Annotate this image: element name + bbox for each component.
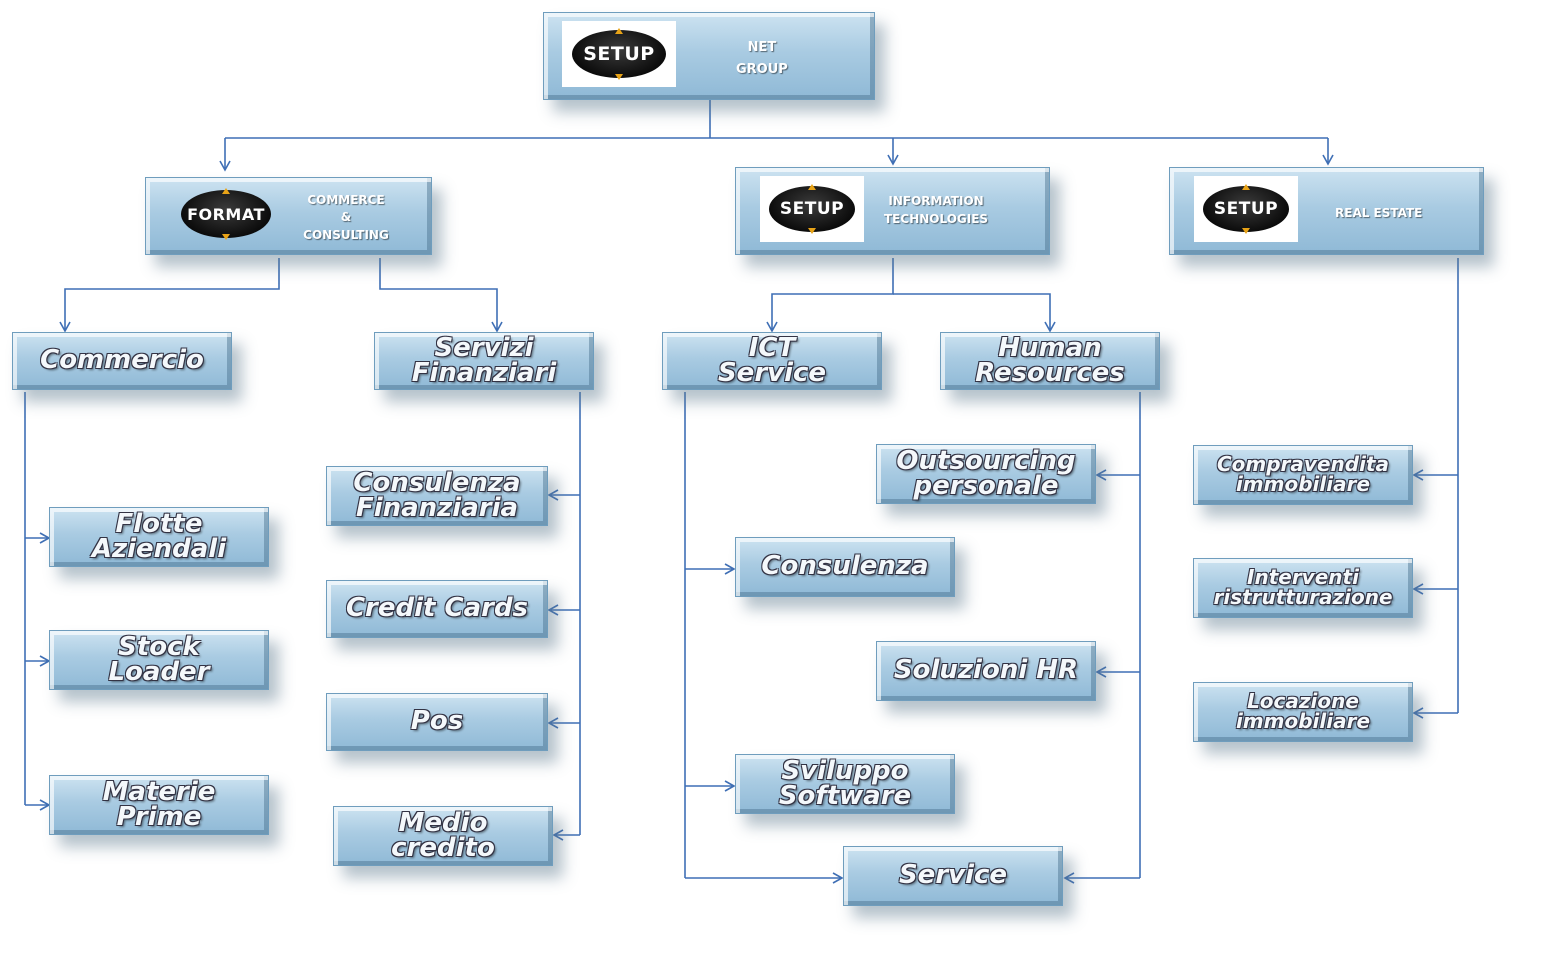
logo-accent-icon [808, 184, 816, 190]
logo-text: SETUP [1213, 199, 1279, 219]
node-label: Flotte Aziendali [91, 508, 227, 564]
node-label: Credit Cards [345, 593, 529, 624]
it-division-label: INFORMATION TECHNOLOGIES [884, 194, 989, 226]
logo-accent-icon [615, 74, 623, 80]
realestate-division-label: REAL ESTATE [1335, 206, 1423, 220]
node-label: Human Resources [975, 332, 1125, 388]
node-flotte-aziendali: Flotte Aziendali [49, 507, 269, 567]
node-label: Outsourcing personale [896, 445, 1076, 501]
setup-logo: SETUP [760, 176, 864, 242]
node-service: Service [843, 846, 1063, 906]
node-label: Commercio [40, 345, 204, 376]
node-label: Materie Prime [102, 776, 216, 832]
logo-accent-icon [222, 234, 230, 240]
node-label: Soluzioni HR [893, 655, 1079, 686]
logo-accent-icon [222, 188, 230, 194]
node-label: Sviluppo Software [778, 755, 912, 811]
logo-accent-icon [1242, 228, 1250, 234]
node-interventi-ristrutturazione: Interventi ristrutturazione [1193, 558, 1413, 618]
setup-logo: SETUP [562, 21, 676, 87]
node-soluzioni-hr: Soluzioni HR [876, 641, 1096, 701]
node-ict-service: ICT Service [662, 332, 882, 390]
realestate-division-box: SETUP REAL ESTATE [1169, 167, 1484, 255]
it-division-box: SETUP INFORMATION TECHNOLOGIES [735, 167, 1050, 255]
logo-text: FORMAT [187, 204, 265, 224]
net-group-label: NET GROUP [736, 40, 788, 78]
node-consulenza: Consulenza [735, 537, 955, 597]
node-medio-credito: Medio credito [333, 806, 553, 866]
logo-text: SETUP [779, 199, 845, 219]
node-label: Locazione immobiliare [1235, 689, 1371, 733]
logo-accent-icon [1242, 184, 1250, 190]
format-division-label: COMMERCE & CONSULTING [303, 193, 389, 242]
node-label: Stock Loader [108, 631, 210, 687]
node-label: Consulenza [761, 551, 929, 582]
node-sviluppo-software: Sviluppo Software [735, 754, 955, 814]
node-label: Servizi Finanziari [411, 332, 557, 388]
node-credit-cards: Credit Cards [326, 580, 548, 638]
node-compravendita-immobiliare: Compravendita immobiliare [1193, 445, 1413, 505]
node-label: Consulenza Finanziaria [353, 467, 521, 523]
logo-accent-icon [615, 28, 623, 34]
node-pos: Pos [326, 693, 548, 751]
node-commercio: Commercio [12, 332, 232, 390]
node-label: Service [898, 860, 1008, 891]
node-servizi-finanziari: Servizi Finanziari [374, 332, 594, 390]
logo-text: SETUP [583, 43, 655, 65]
node-stock-loader: Stock Loader [49, 630, 269, 690]
node-locazione-immobiliare: Locazione immobiliare [1193, 682, 1413, 742]
node-consulenza-finanziaria: Consulenza Finanziaria [326, 466, 548, 526]
node-label: Compravendita immobiliare [1216, 452, 1389, 496]
node-materie-prime: Materie Prime [49, 775, 269, 835]
node-label: Pos [410, 706, 464, 737]
format-division-box: FORMAT COMMERCE & CONSULTING [145, 177, 432, 255]
format-logo: FORMAT [181, 188, 271, 240]
node-label: ICT Service [717, 332, 827, 388]
node-label: Interventi ristrutturazione [1213, 565, 1393, 609]
node-label: Medio credito [391, 807, 495, 863]
logo-accent-icon [808, 228, 816, 234]
node-outsourcing-personale: Outsourcing personale [876, 444, 1096, 504]
setup-logo: SETUP [1194, 176, 1298, 242]
net-group-box: SETUP NET GROUP [543, 12, 875, 100]
node-human-resources: Human Resources [940, 332, 1160, 390]
